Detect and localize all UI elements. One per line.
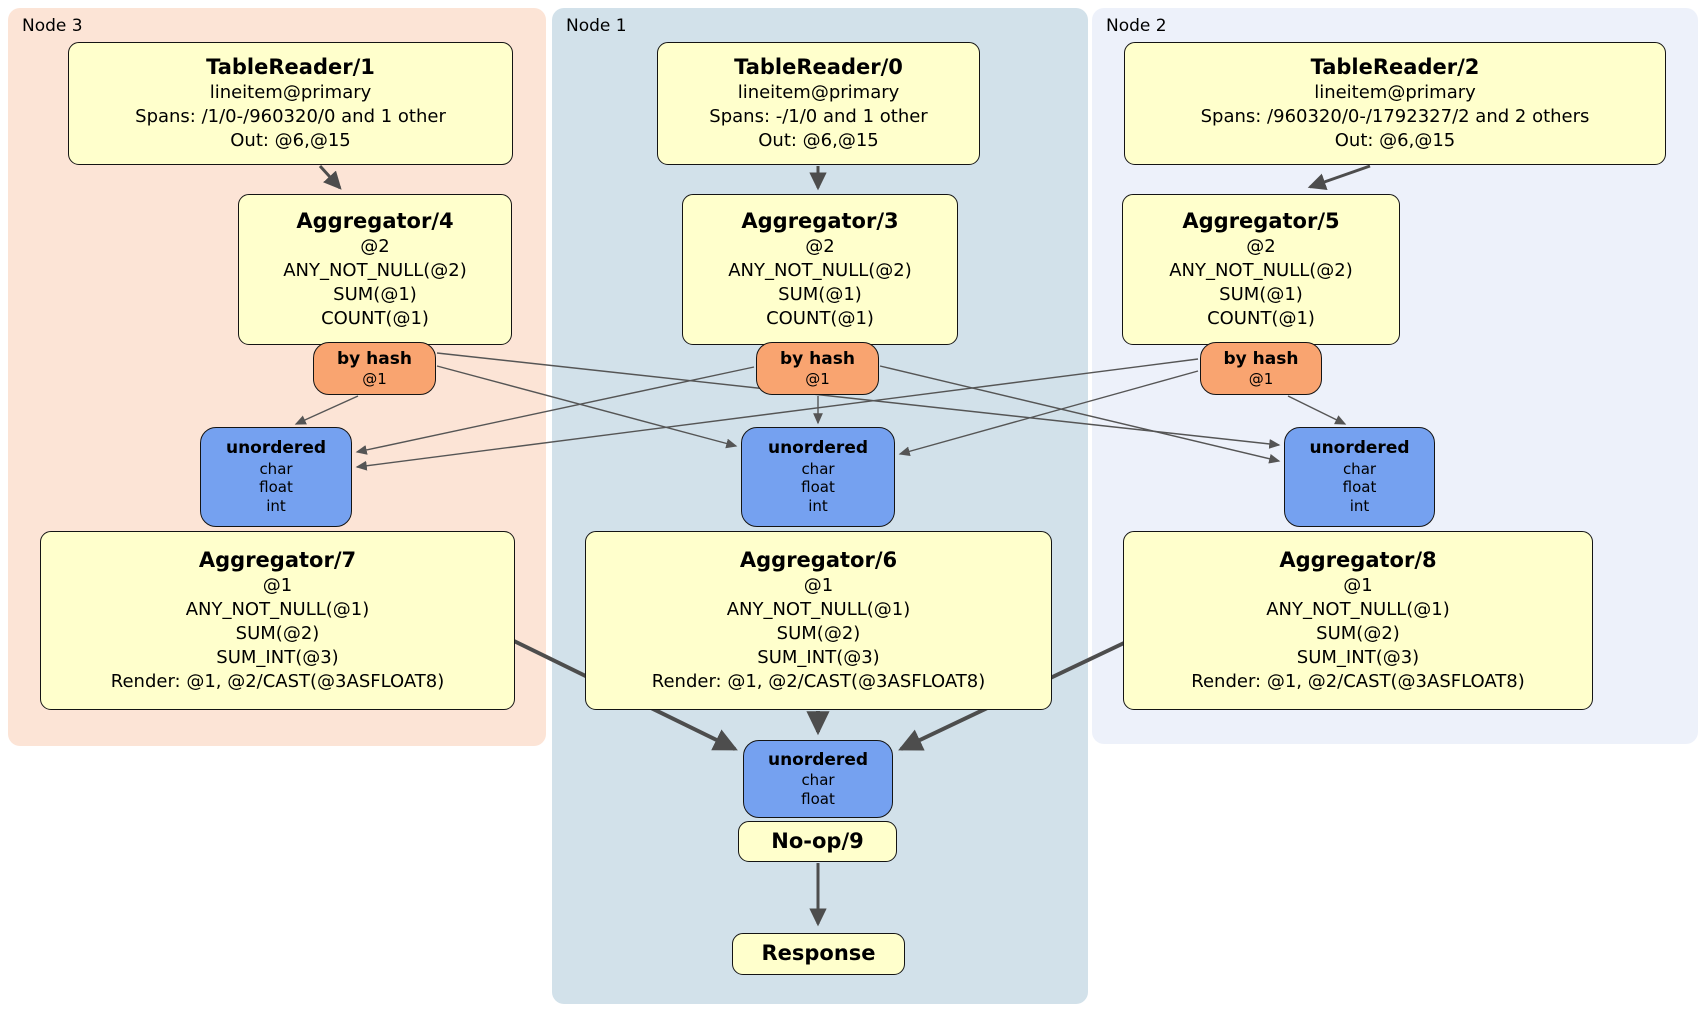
processor-line: lineitem@primary — [737, 82, 900, 104]
sync-unordered-node3: unordered char float int — [200, 427, 352, 527]
sync-title: unordered — [767, 438, 869, 459]
sync-type: char — [259, 459, 293, 478]
edge-bh1-s2 — [879, 365, 1281, 464]
processor-line: Spans: /1/0-/960320/0 and 1 other — [135, 106, 446, 128]
processor-tablereader-1: TableReader/1 lineitem@primary Spans: /1… — [68, 42, 513, 165]
processor-aggregator-7: Aggregator/7 @1 ANY_NOT_NULL(@1) SUM(@2)… — [40, 531, 515, 710]
processor-line: Out: @6,@15 — [1334, 130, 1456, 152]
processor-title: Aggregator/3 — [741, 208, 899, 233]
processor-line: ANY_NOT_NULL(@1) — [1266, 599, 1450, 621]
processor-title: TableReader/2 — [1310, 54, 1480, 79]
router-title: by hash — [780, 348, 855, 369]
edge-bh1-s3 — [355, 366, 755, 455]
edge-bh3-s2 — [436, 352, 1281, 449]
processor-line: @2 — [360, 236, 390, 258]
processor-title: Response — [761, 941, 876, 966]
processor-line: SUM(@2) — [776, 623, 861, 645]
edge-bh3-s1 — [436, 365, 738, 449]
processor-line: SUM_INT(@3) — [757, 647, 880, 669]
processor-line: COUNT(@1) — [321, 308, 429, 330]
processor-line: SUM(@1) — [778, 284, 862, 306]
processor-aggregator-8: Aggregator/8 @1 ANY_NOT_NULL(@1) SUM(@2)… — [1123, 531, 1593, 710]
processor-title: Aggregator/6 — [739, 548, 898, 572]
sync-type: int — [1349, 497, 1370, 515]
sync-type: char — [801, 459, 835, 478]
group-node2-label: Node 2 — [1106, 16, 1167, 36]
processor-line: ANY_NOT_NULL(@2) — [283, 260, 467, 282]
processor-line: ANY_NOT_NULL(@1) — [726, 599, 911, 621]
edge-bh5-s1 — [898, 370, 1199, 457]
processor-title: TableReader/1 — [206, 54, 375, 79]
sync-title: unordered — [1309, 438, 1410, 459]
group-node3-label: Node 3 — [22, 16, 83, 36]
router-title: by hash — [337, 348, 412, 369]
sync-title: unordered — [225, 438, 327, 459]
sync-unordered-final: unordered char float — [743, 740, 893, 818]
processor-line: SUM(@1) — [1219, 284, 1303, 306]
sync-unordered-node2: unordered char float int — [1284, 427, 1435, 527]
sync-type: int — [266, 497, 286, 515]
sync-type: char — [1342, 459, 1377, 478]
processor-line: SUM_INT(@3) — [1296, 647, 1420, 669]
processor-line: Render: @1, @2/CAST(@3ASFLOAT8) — [651, 671, 986, 693]
edge-tr2-agg5 — [1307, 164, 1371, 191]
processor-line: ANY_NOT_NULL(@1) — [185, 599, 370, 621]
processor-line: lineitem@primary — [209, 82, 372, 104]
processor-line: SUM_INT(@3) — [216, 647, 339, 669]
sync-type: int — [808, 497, 828, 515]
processor-response: Response — [732, 933, 905, 975]
processor-aggregator-6: Aggregator/6 @1 ANY_NOT_NULL(@1) SUM(@2)… — [585, 531, 1052, 710]
processor-line: Spans: -/1/0 and 1 other — [709, 106, 928, 128]
processor-line: ANY_NOT_NULL(@2) — [728, 260, 912, 282]
edge-bh5-s3 — [355, 358, 1199, 471]
sync-type: float — [1342, 478, 1377, 497]
sync-type: float — [801, 789, 835, 808]
router-by-hash-node2: by hash @1 — [1200, 342, 1322, 395]
processor-title: Aggregator/7 — [198, 548, 357, 572]
processor-title: TableReader/0 — [734, 54, 903, 79]
router-by-hash-node1: by hash @1 — [756, 342, 879, 395]
processor-line: Spans: /960320/0-/1792327/2 and 2 others — [1200, 106, 1590, 128]
processor-line: @1 — [1343, 575, 1373, 597]
processor-line: SUM(@2) — [1316, 623, 1400, 645]
edge-tr1-agg4 — [318, 164, 342, 190]
edge-bh3-s3 — [294, 395, 359, 425]
processor-line: SUM(@2) — [235, 623, 320, 645]
processor-line: SUM(@1) — [333, 284, 417, 306]
sync-type: char — [801, 770, 835, 789]
processor-noop-9: No-op/9 — [738, 821, 897, 862]
sync-type: float — [801, 478, 835, 497]
router-key: @1 — [362, 369, 387, 388]
processor-aggregator-3: Aggregator/3 @2 ANY_NOT_NULL(@2) SUM(@1)… — [682, 194, 958, 345]
processor-line: COUNT(@1) — [1207, 308, 1315, 330]
router-by-hash-node3: by hash @1 — [313, 342, 436, 395]
group-node1-label: Node 1 — [566, 16, 627, 36]
processor-title: Aggregator/4 — [296, 208, 454, 233]
processor-aggregator-5: Aggregator/5 @2 ANY_NOT_NULL(@2) SUM(@1)… — [1122, 194, 1400, 345]
sync-title: unordered — [767, 749, 869, 770]
processor-line: Render: @1, @2/CAST(@3ASFLOAT8) — [110, 671, 445, 693]
processor-tablereader-0: TableReader/0 lineitem@primary Spans: -/… — [657, 42, 980, 165]
processor-line: @2 — [805, 236, 835, 258]
processor-line: @2 — [1246, 236, 1276, 258]
processor-line: @1 — [803, 575, 834, 597]
processor-line: lineitem@primary — [1314, 82, 1476, 104]
sync-unordered-node1: unordered char float int — [741, 427, 895, 527]
router-title: by hash — [1223, 348, 1299, 369]
sync-type: float — [259, 478, 293, 497]
processor-tablereader-2: TableReader/2 lineitem@primary Spans: /9… — [1124, 42, 1666, 165]
router-key: @1 — [805, 369, 830, 388]
processor-line: COUNT(@1) — [766, 308, 874, 330]
processor-line: Out: @6,@15 — [758, 130, 879, 152]
processor-title: No-op/9 — [771, 828, 864, 853]
processor-line: ANY_NOT_NULL(@2) — [1169, 260, 1353, 282]
router-key: @1 — [1248, 369, 1274, 388]
processor-aggregator-4: Aggregator/4 @2 ANY_NOT_NULL(@2) SUM(@1)… — [238, 194, 512, 345]
processor-line: Render: @1, @2/CAST(@3ASFLOAT8) — [1191, 671, 1525, 693]
processor-title: Aggregator/8 — [1279, 548, 1437, 572]
edge-bh5-s2 — [1287, 395, 1347, 425]
processor-line: @1 — [262, 575, 293, 597]
processor-line: Out: @6,@15 — [230, 130, 351, 152]
processor-title: Aggregator/5 — [1182, 208, 1340, 233]
